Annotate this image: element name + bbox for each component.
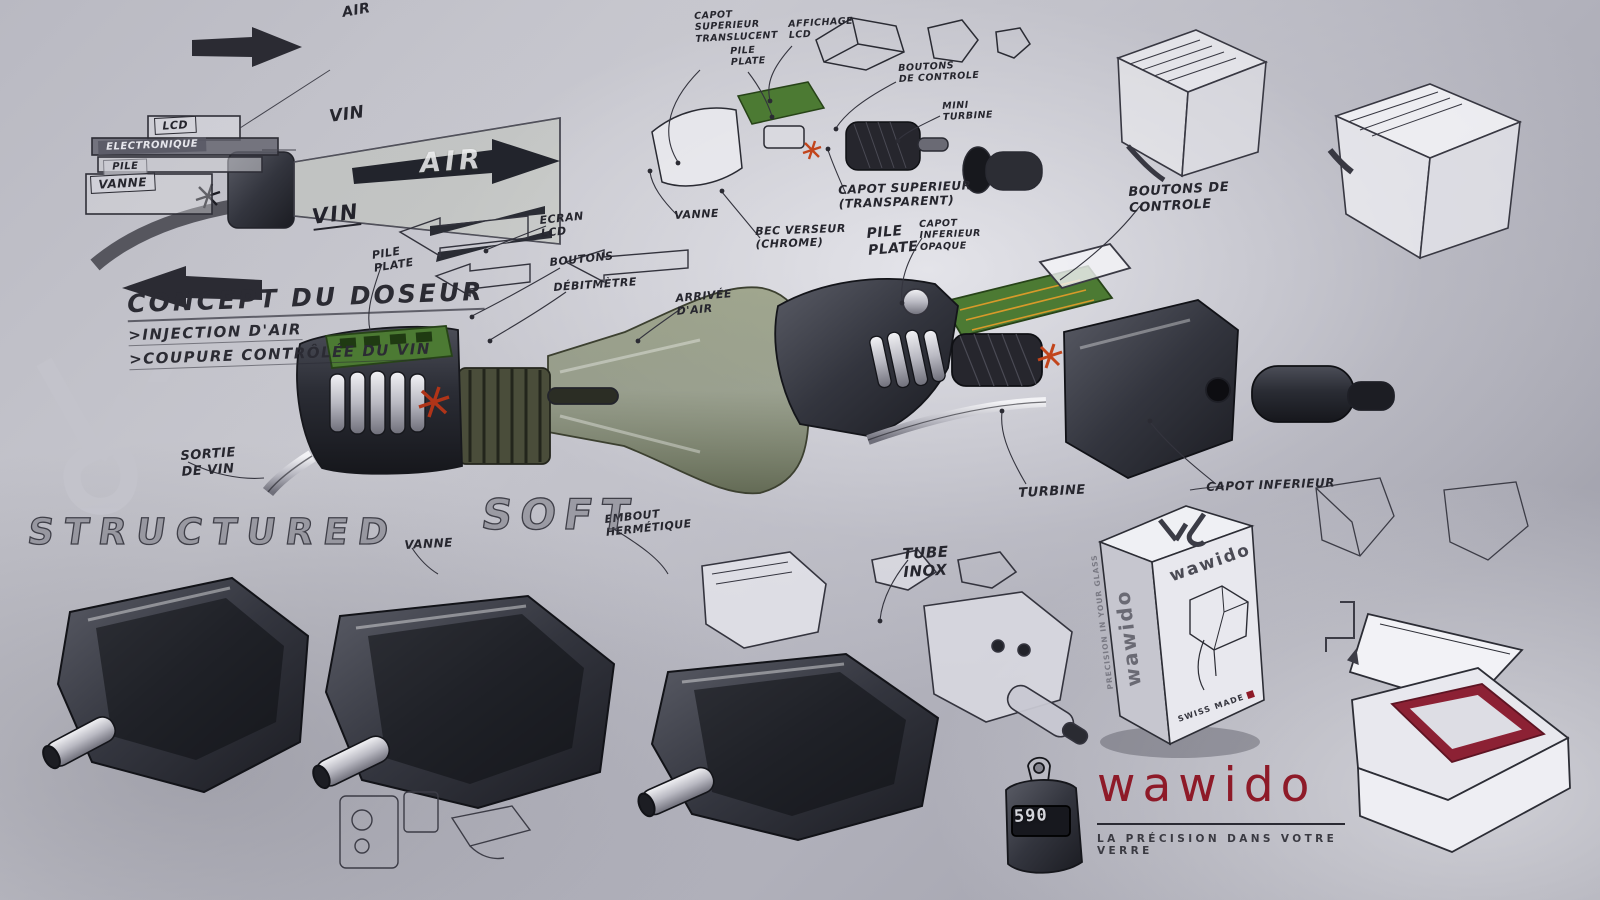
- brand-logo-text: wawido: [1097, 758, 1317, 813]
- label-soft: SOFT: [478, 489, 641, 539]
- wawido-monogram-logo: [36, 357, 174, 515]
- mini-exploded-sketch: [651, 17, 1043, 194]
- open-box-sketch: [1315, 477, 1571, 853]
- dark-variant-sketches: [42, 576, 940, 869]
- annotation-leader-lines: [187, 45, 1225, 624]
- light-variant-sketches: [701, 549, 1089, 745]
- label-air-on-body: AIR: [418, 143, 485, 180]
- brand-tagline: LA PRÉCISION DANS VOTRE VERRE: [1097, 833, 1338, 857]
- lineart-cube-sketches: [1115, 29, 1523, 260]
- hangtag-sketch: [1005, 756, 1083, 874]
- main-doser-sketch: [262, 286, 810, 497]
- brand-rule: [1097, 823, 1345, 825]
- funnel-concept-sketch: [85, 27, 689, 308]
- brand-block: wawido LA PRÉCISION DANS VOTRE VERRE: [1097, 762, 1357, 857]
- exploded-doser-sketch: [774, 242, 1395, 479]
- concept-block: CONCEPT DU DOSEUR >INJECTION D'AIR >COUP…: [126, 276, 487, 371]
- packaging-box-sketch: [1097, 505, 1265, 758]
- hangtag-display-value: 590: [1013, 805, 1049, 827]
- label-structured: STRUCTURED: [24, 511, 401, 553]
- concept-bullet-1: >INJECTION D'AIR: [127, 320, 303, 347]
